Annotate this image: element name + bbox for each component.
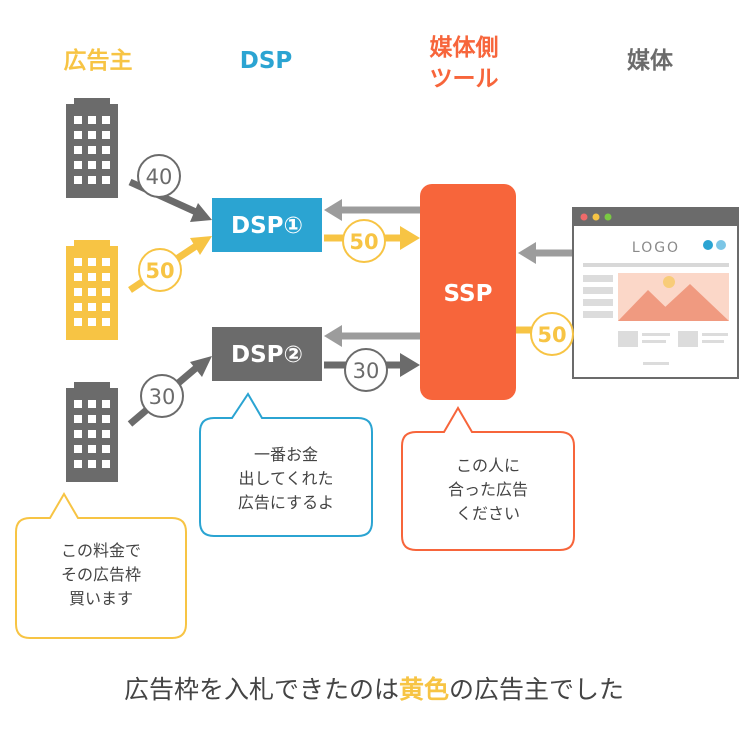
dsp2-label: DSP② <box>231 342 303 368</box>
bubble-dsp-line2: 出してくれた <box>238 469 333 488</box>
building-window <box>88 176 96 184</box>
bid-circle-adv1: 40 <box>137 154 181 198</box>
building-window <box>88 288 96 296</box>
building-window <box>74 258 82 266</box>
caption-highlight: 黄色 <box>399 675 449 704</box>
building-window <box>74 176 82 184</box>
bubble-ssp-line3: ください <box>456 504 520 523</box>
bid-circle-dsp1: 50 <box>342 219 386 263</box>
caption-after: の広告主でした <box>449 675 624 704</box>
building-window <box>102 176 110 184</box>
bid-value-adv2: 50 <box>145 259 174 283</box>
bid-value-dsp1: 50 <box>349 230 378 254</box>
speech-bubble-ssp: この人に 合った広告 ください <box>401 406 575 551</box>
building-window <box>74 318 82 326</box>
speech-bubble-dsp: 一番お金 出してくれた 広告にするよ <box>199 392 373 537</box>
bubble-advertiser-line1: この料金で <box>61 541 141 560</box>
bid-value-ssp: 50 <box>537 323 566 347</box>
building-window <box>88 161 96 169</box>
bid-circle-adv2: 50 <box>138 248 182 292</box>
building-window <box>88 460 96 468</box>
ssp-box: SSP <box>420 184 516 400</box>
bid-value-dsp2: 30 <box>353 359 380 383</box>
advertiser-building-1-icon <box>66 98 118 198</box>
building-window <box>74 400 82 408</box>
arrow-ssp-to-dsp1-request <box>324 199 420 221</box>
building-window <box>102 131 110 139</box>
bubble-ssp-line2: 合った広告 <box>448 480 528 499</box>
caption: 広告枠を入札できたのは黄色の広告主でした <box>124 675 624 704</box>
building-window <box>88 415 96 423</box>
window-minimize-dot-icon <box>592 213 600 221</box>
media-blue-dot-icon <box>703 240 713 250</box>
dsp1-box: DSP① <box>212 198 322 252</box>
building-window <box>102 273 110 281</box>
bid-value-adv1: 40 <box>146 165 173 189</box>
building-window <box>88 445 96 453</box>
bubble-dsp-line1: 一番お金 <box>254 445 318 464</box>
header-ssp-line1: 媒体側 <box>430 34 499 61</box>
arrow-ssp-to-dsp2-request <box>324 325 420 347</box>
media-browser-window: LOGO <box>572 207 739 379</box>
dsp1-label: DSP① <box>231 213 303 239</box>
building-window <box>88 303 96 311</box>
building-window <box>102 116 110 124</box>
building-window <box>88 258 96 266</box>
building-window <box>74 161 82 169</box>
building-window <box>74 303 82 311</box>
building-window <box>74 273 82 281</box>
bid-circle-ssp: 50 <box>530 312 574 356</box>
header-advertiser: 広告主 <box>64 47 133 74</box>
building-window <box>102 288 110 296</box>
building-window <box>74 430 82 438</box>
building-window <box>102 415 110 423</box>
caption-before: 広告枠を入札できたのは <box>124 675 399 704</box>
building-window <box>88 318 96 326</box>
building-window <box>74 460 82 468</box>
building-window <box>74 131 82 139</box>
advertiser-building-3-icon <box>66 382 118 482</box>
bid-circle-dsp2: 30 <box>344 348 388 392</box>
bubble-dsp-line3: 広告にするよ <box>238 493 334 512</box>
speech-bubble-advertiser: この料金で その広告枠 買います <box>15 492 187 639</box>
building-window <box>102 303 110 311</box>
building-window <box>74 146 82 154</box>
building-window <box>88 400 96 408</box>
building-window <box>74 288 82 296</box>
building-window <box>74 445 82 453</box>
window-close-dot-icon <box>580 213 588 221</box>
arrow-media-to-ssp-request <box>518 242 572 264</box>
building-window <box>74 415 82 423</box>
bubble-advertiser-line2: その広告枠 <box>61 565 141 584</box>
building-window <box>88 116 96 124</box>
building-window <box>102 318 110 326</box>
bid-value-adv3: 30 <box>149 385 176 409</box>
header-dsp: DSP <box>240 48 293 74</box>
window-maximize-dot-icon <box>604 213 612 221</box>
building-window <box>102 460 110 468</box>
building-window <box>102 400 110 408</box>
bid-circle-adv3: 30 <box>140 374 184 418</box>
building-window <box>102 146 110 154</box>
dsp2-box: DSP② <box>212 327 322 381</box>
building-window <box>102 445 110 453</box>
building-window <box>88 146 96 154</box>
building-window <box>102 430 110 438</box>
building-window <box>102 161 110 169</box>
media-ad-image-icon <box>618 273 729 321</box>
building-window <box>88 131 96 139</box>
header-media: 媒体 <box>627 47 674 74</box>
ssp-label: SSP <box>444 281 493 307</box>
header-ssp-line2: ツール <box>430 66 499 92</box>
media-blue-dot-2-icon <box>716 240 726 250</box>
advertiser-building-2-icon <box>66 240 118 340</box>
media-logo: LOGO <box>632 240 680 256</box>
building-window <box>74 116 82 124</box>
bubble-advertiser-line3: 買います <box>69 589 133 608</box>
building-window <box>88 273 96 281</box>
building-window <box>102 258 110 266</box>
bubble-ssp-line1: この人に <box>456 456 520 475</box>
building-window <box>88 430 96 438</box>
